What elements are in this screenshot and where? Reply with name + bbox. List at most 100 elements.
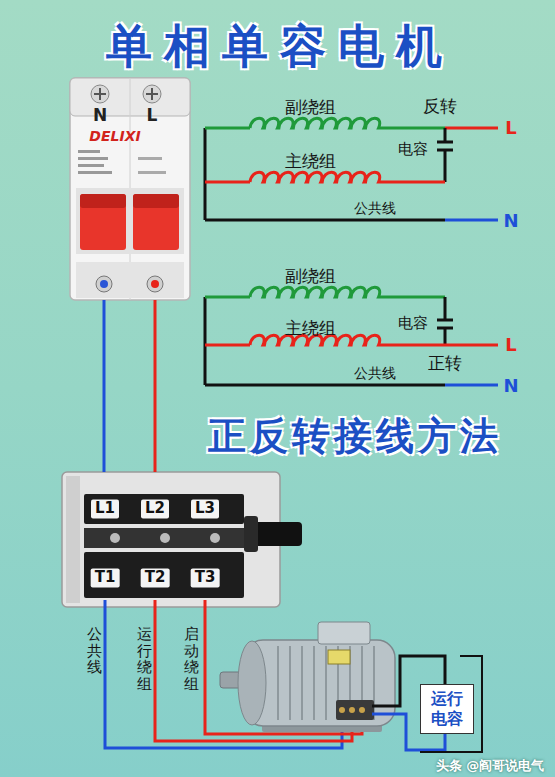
cooling-fin — [325, 646, 327, 720]
cooling-fin — [289, 646, 291, 720]
motor — [336, 700, 374, 720]
wiring-diagram-forward — [437, 297, 453, 345]
motor — [220, 622, 395, 732]
run-capacitor: 运行电容 — [420, 684, 474, 734]
changeover-switch — [244, 516, 258, 552]
wiring-diagram-reverse — [204, 128, 207, 220]
wiring-diagram-reverse — [205, 128, 498, 220]
circuit-breaker: N L DELIXI — [70, 78, 190, 300]
direction-label: 反转 — [423, 97, 457, 117]
breaker-body — [76, 188, 184, 254]
breaker-body — [99, 88, 101, 100]
changeover-switch — [62, 472, 302, 607]
capacitor-leads — [420, 656, 482, 752]
changeover-switch — [84, 552, 244, 598]
wiring-diagram-reverse — [445, 127, 498, 130]
title: 单相单容电机 — [106, 20, 454, 73]
breaker-marking: L — [147, 106, 158, 126]
winding-coil — [250, 287, 380, 297]
changeover-switch — [84, 494, 244, 524]
watermark: 头条 @阎哥说电气 — [436, 759, 545, 774]
wiring-diagram-forward — [205, 296, 445, 299]
changeover-switch — [160, 533, 170, 543]
breaker-body — [138, 157, 162, 160]
terminal-label: L2 — [141, 499, 169, 518]
winding-label: 主绕组 — [285, 152, 336, 172]
wiring-diagram-reverse — [445, 219, 498, 222]
motor — [359, 707, 365, 713]
wiring-diagram-forward — [205, 384, 445, 387]
breaker-body — [138, 171, 166, 174]
breaker-body — [133, 194, 179, 208]
changeover-switch: L1 L2 L3T1 T2 T3 — [62, 472, 280, 607]
winding-coil — [250, 118, 380, 128]
breaker-body — [100, 280, 108, 288]
breaker-body — [151, 88, 153, 100]
changeover-switch — [110, 533, 120, 543]
wire-label: 启动绕组 — [184, 626, 199, 692]
breaker-body — [80, 194, 126, 250]
wiring-diagram-reverse — [437, 128, 453, 182]
wire-label: 公共线 — [354, 200, 396, 216]
wiring-diagram-reverse — [205, 219, 445, 222]
breaker-marking: N — [93, 106, 107, 126]
winding-label: 副绕组 — [285, 267, 336, 287]
changeover-switch — [210, 533, 220, 543]
capacitor-label: 电容 — [398, 141, 428, 158]
wiring-diagram-reverse — [205, 181, 445, 184]
breaker-body — [91, 85, 109, 103]
terminal-label: T3 — [191, 568, 220, 587]
phase-label: L — [505, 335, 516, 356]
terminal-label: L1 — [91, 499, 119, 518]
breaker-body — [133, 194, 179, 250]
power-wire — [154, 300, 157, 472]
section-heading: 正反转接线方法 — [208, 415, 502, 459]
terminal-label: T2 — [141, 568, 170, 587]
breaker-body — [78, 164, 104, 167]
changeover-switch — [84, 528, 244, 548]
motor — [339, 707, 345, 713]
breaker-body — [76, 262, 184, 298]
neutral-label: N — [503, 211, 518, 232]
wiring-diagram-forward — [204, 297, 207, 385]
breaker-body — [70, 78, 190, 300]
wiring-diagram-reverse — [205, 127, 445, 130]
phase-label: L — [505, 118, 516, 139]
breaker-marking: DELIXI — [89, 128, 140, 144]
power-wire — [103, 300, 106, 472]
capacitor-label: 电容 — [398, 315, 428, 332]
motor — [238, 641, 266, 725]
breaker-body — [143, 85, 161, 103]
neutral-label: N — [503, 376, 518, 397]
wire-label: 公共线 — [354, 365, 396, 381]
winding-label: 副绕组 — [285, 98, 336, 118]
wire-label: 运行绕组 — [137, 626, 152, 692]
breaker-body — [78, 157, 108, 160]
winding-coil — [250, 172, 380, 182]
breaker-body — [151, 280, 159, 288]
direction-label: 正转 — [428, 354, 462, 374]
capacitor-leads — [372, 656, 482, 752]
terminal-label: L3 — [191, 499, 219, 518]
motor — [278, 646, 374, 720]
breaker-body — [147, 276, 163, 292]
capacitor-label: 运行电容 — [427, 689, 467, 729]
breaker-body — [78, 150, 100, 153]
terminal-label: T1 — [91, 568, 120, 587]
breaker-body — [96, 276, 112, 292]
wiring-diagram-forward — [205, 297, 498, 385]
cooling-fin — [277, 646, 279, 720]
changeover-switch — [62, 472, 280, 607]
wiring-diagram-forward — [445, 384, 498, 387]
winding-label: 主绕组 — [285, 319, 336, 339]
motor — [318, 622, 370, 644]
breaker-body — [80, 194, 126, 208]
motor — [349, 707, 355, 713]
motor — [328, 650, 350, 664]
changeover-switch — [66, 476, 80, 603]
wire-label: 公共线 — [87, 626, 102, 676]
cooling-fin — [301, 646, 303, 720]
